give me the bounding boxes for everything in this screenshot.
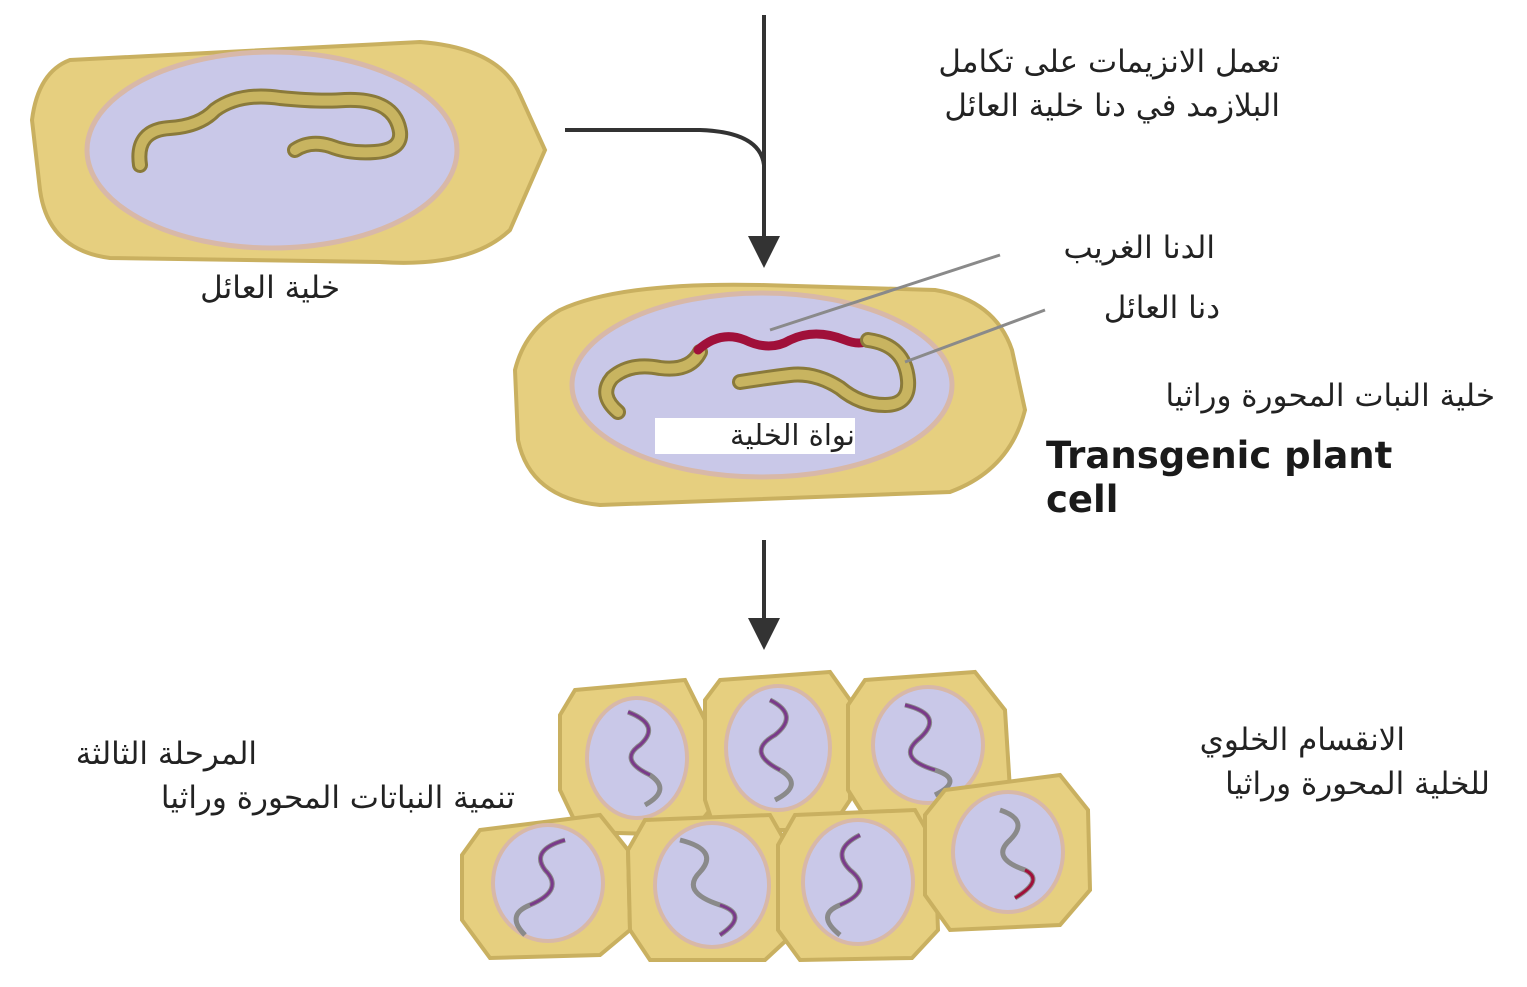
host-dna-label: دنا العائل [1055, 290, 1220, 327]
stage-three-label-line1: المرحلة الثالثة [15, 732, 515, 776]
foreign-dna-label: الدنا الغريب [1005, 230, 1215, 267]
cell-bottom-2 [628, 815, 792, 960]
enzymes-label-line1: تعمل الانزيمات على تكامل [795, 40, 1280, 84]
stage-three-label: المرحلة الثالثة تنمية النباتات المحورة و… [15, 732, 515, 820]
connector-line [565, 130, 764, 165]
transgenic-cell-label-en-line2: cell [1046, 478, 1118, 522]
cell-bottom-3 [778, 810, 938, 960]
enzymes-label: تعمل الانزيمات على تكامل البلازمد في دنا… [795, 40, 1280, 128]
cell-bottom-1 [462, 815, 630, 958]
cell-division-label-line2: للخلية المحورة وراثيا [1120, 762, 1490, 806]
transgenic-cell-label-en-line1: Transgenic plant [1046, 434, 1392, 478]
cell-top-2 [705, 672, 850, 830]
host-cell-label: خلية العائل [150, 270, 340, 307]
stage-three-label-line2: تنمية النباتات المحورة وراثيا [15, 776, 515, 820]
cell-division-label-line1: الانقسام الخلوي [1120, 718, 1490, 762]
transgenic-cell [515, 285, 1025, 505]
cell-top-1 [560, 680, 710, 835]
host-cell [32, 42, 545, 263]
dividing-cells [462, 672, 1090, 960]
transgenic-cell-label-ar: خلية النبات المحورة وراثيا [1035, 378, 1495, 415]
arrow-down-icon [748, 15, 780, 268]
enzymes-label-line2: البلازمد في دنا خلية العائل [795, 84, 1280, 128]
arrow-down-icon-2 [748, 540, 780, 650]
cell-nucleus-label: نواة الخلية [660, 418, 855, 453]
cell-bottom-4 [925, 775, 1090, 930]
cell-division-label: الانقسام الخلوي للخلية المحورة وراثيا [1120, 718, 1490, 806]
